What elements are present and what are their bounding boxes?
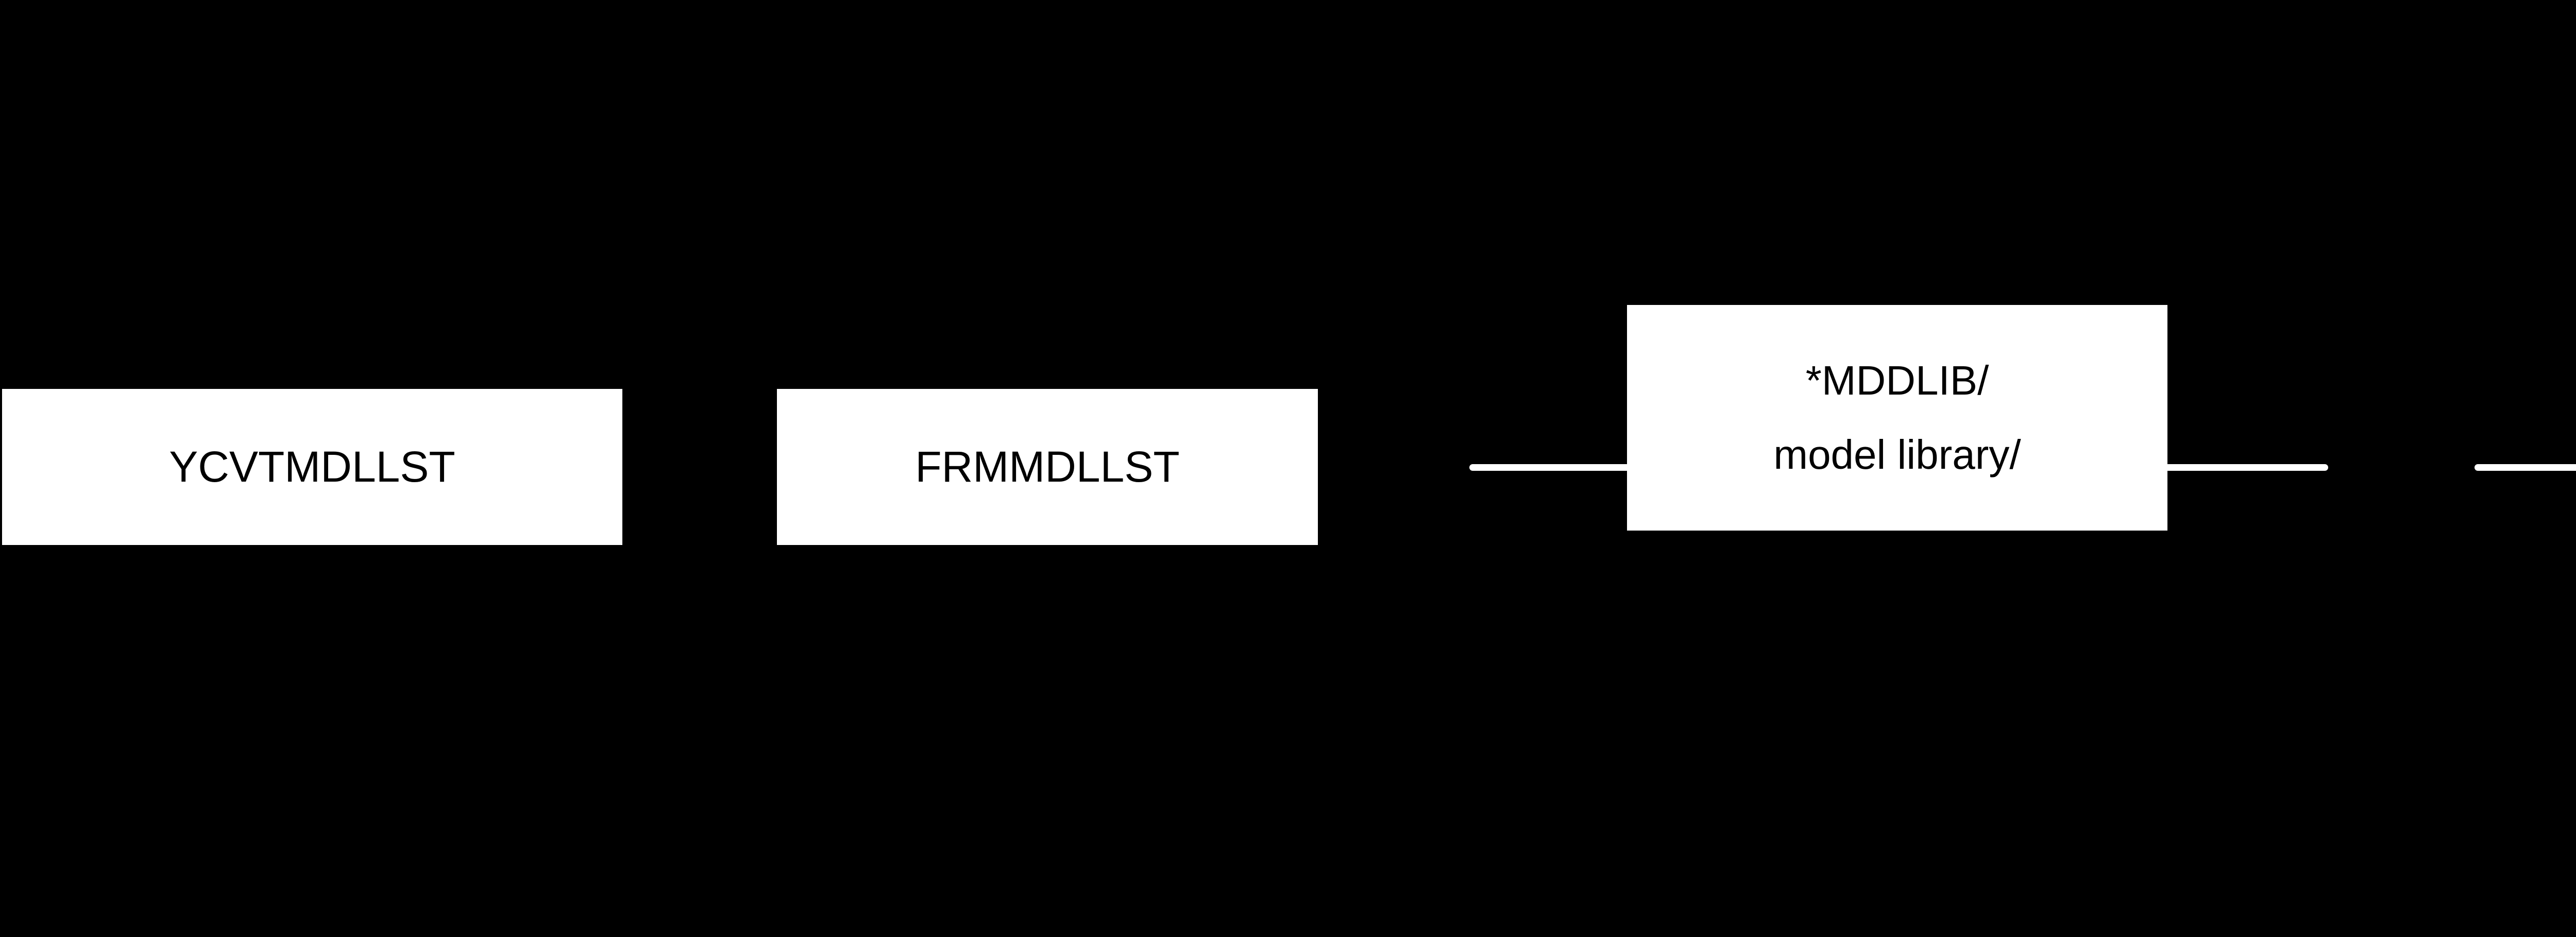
library-qualifier-special-value-label: *MDDLIB/ [1805, 357, 1989, 403]
library-qualifier-box: *MDDLIB/ model library/ [1627, 305, 2167, 531]
library-qualifier-variable-label: model library/ [1773, 432, 2021, 478]
connector-frmmdllst-to-mddlib [1469, 464, 1630, 471]
command-name-label: YCVTMDLLST [169, 442, 455, 491]
connector-mddlib-out [2164, 464, 2328, 471]
parameter-keyword-box: FRMMDLLST [777, 389, 1318, 545]
command-name-box: YCVTMDLLST [2, 389, 622, 545]
parameter-keyword-label: FRMMDLLST [915, 442, 1180, 491]
connector-into-keywords [2475, 464, 2576, 471]
